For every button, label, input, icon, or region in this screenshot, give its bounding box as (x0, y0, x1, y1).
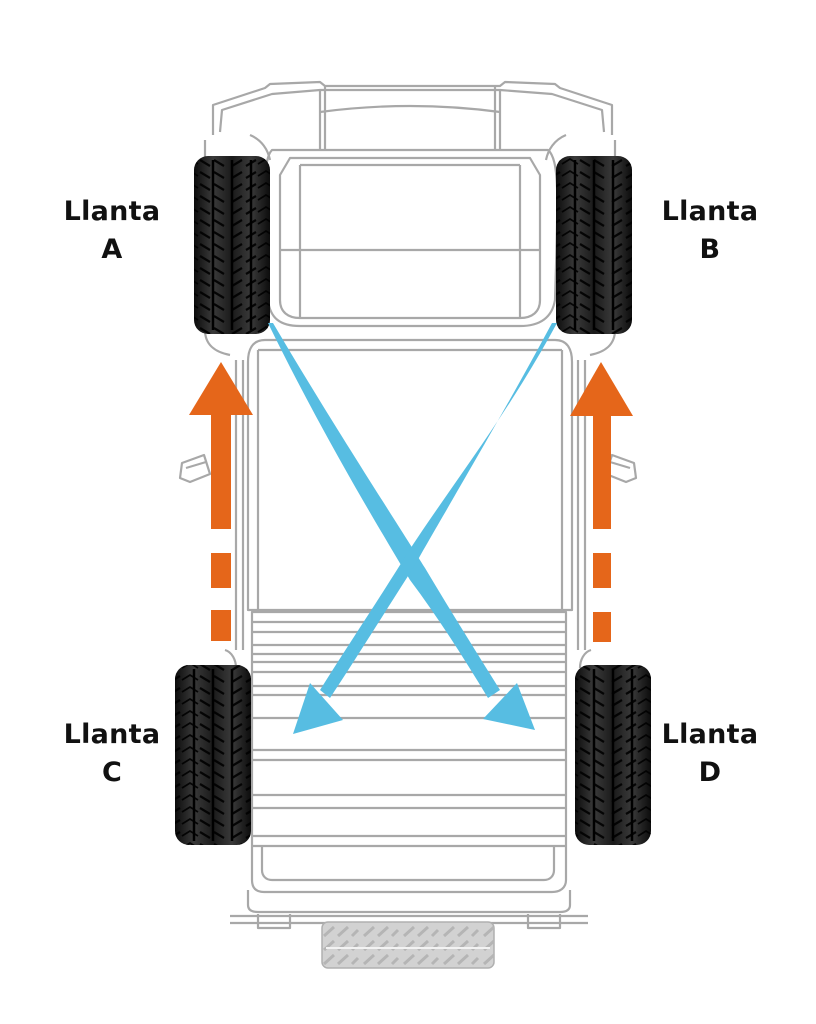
orange-dash (211, 610, 231, 641)
orange-arrow-d-to-b-head (570, 362, 633, 416)
arrow-b-to-c (320, 323, 557, 698)
orange-arrow-d-to-b (570, 362, 633, 642)
spare-tire (321, 921, 495, 969)
label-word: Llanta (63, 196, 161, 227)
arrow-b-to-c-head (293, 683, 343, 734)
tire-d (575, 665, 651, 845)
label-word: Llanta (661, 719, 759, 750)
orange-dash (593, 612, 611, 642)
hood (263, 148, 559, 328)
cab (246, 338, 574, 612)
label-tire-a: Llanta A (42, 193, 182, 269)
label-letter: B (699, 234, 721, 265)
label-word: Llanta (63, 719, 161, 750)
label-tire-d: Llanta D (640, 716, 780, 792)
label-tire-c: Llanta C (42, 716, 182, 792)
tire-c (175, 665, 251, 845)
label-letter: A (101, 234, 123, 265)
orange-dash (593, 553, 611, 588)
arrow-a-to-d (268, 323, 500, 698)
label-letter: C (101, 757, 123, 788)
tire-b (556, 156, 632, 334)
truck-bed (250, 610, 568, 894)
label-letter: D (698, 757, 722, 788)
orange-dash (211, 553, 231, 588)
tire-a (194, 156, 270, 334)
label-word: Llanta (661, 196, 759, 227)
left-mirror (178, 453, 212, 484)
blue-cross-arrows (268, 323, 557, 734)
orange-arrow-c-to-a (189, 362, 253, 641)
label-tire-b: Llanta B (640, 193, 780, 269)
front-bumper (211, 80, 614, 135)
rear-bumper (246, 890, 572, 914)
arrow-a-to-d-head (483, 683, 535, 730)
orange-arrow-c-to-a-head (189, 362, 253, 415)
